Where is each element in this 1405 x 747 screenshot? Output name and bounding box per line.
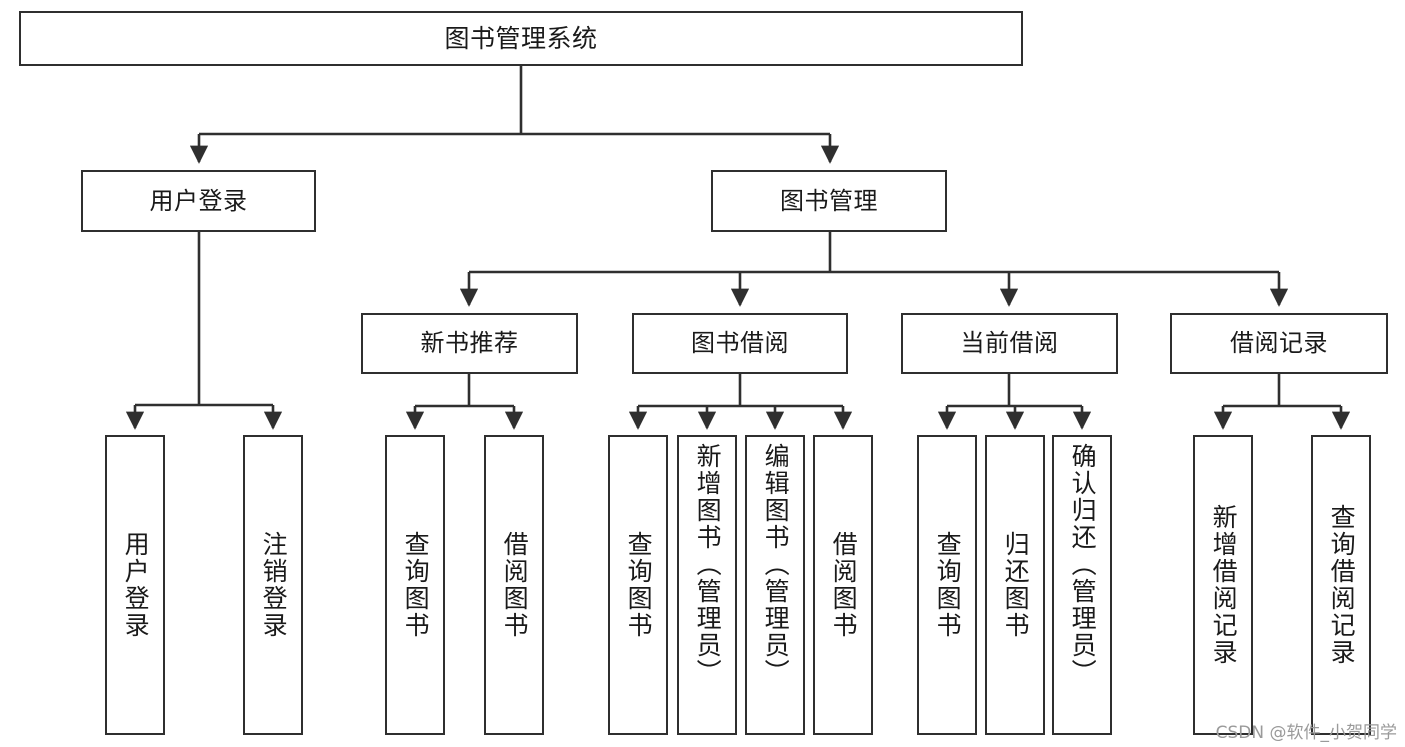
node-book-manage[interactable]: 图书管理 xyxy=(711,170,947,232)
node-leaf-borrow-book-1[interactable]: 借阅图书 xyxy=(484,435,544,735)
node-label: 图书管理 xyxy=(780,186,878,215)
node-leaf-edit-book[interactable]: 编辑图书（管理员） xyxy=(745,435,805,735)
node-leaf-user-login[interactable]: 用户登录 xyxy=(105,435,165,735)
node-leaf-query-book-3[interactable]: 查询图书 xyxy=(917,435,977,735)
node-label: 查询图书 xyxy=(933,531,963,639)
node-book-borrow[interactable]: 图书借阅 xyxy=(632,313,848,374)
node-label: 归还图书 xyxy=(1001,531,1031,639)
node-label: 借阅图书 xyxy=(500,531,530,639)
node-leaf-add-record[interactable]: 新增借阅记录 xyxy=(1193,435,1253,735)
node-borrow-record[interactable]: 借阅记录 xyxy=(1170,313,1388,374)
node-current-borrow[interactable]: 当前借阅 xyxy=(901,313,1118,374)
node-label: 查询图书 xyxy=(401,531,431,639)
node-label: 图书管理系统 xyxy=(444,23,598,53)
node-leaf-logout-login[interactable]: 注销登录 xyxy=(243,435,303,735)
node-label: 当前借阅 xyxy=(960,329,1059,358)
node-leaf-confirm-return[interactable]: 确认归还（管理员） xyxy=(1052,435,1112,735)
node-leaf-query-book-1[interactable]: 查询图书 xyxy=(385,435,445,735)
node-label: 新增借阅记录 xyxy=(1209,504,1239,666)
node-label: 用户登录 xyxy=(121,531,151,639)
node-label: 新增图书（管理员） xyxy=(693,443,723,686)
node-leaf-return-book[interactable]: 归还图书 xyxy=(985,435,1045,735)
node-leaf-query-record[interactable]: 查询借阅记录 xyxy=(1311,435,1371,735)
node-label: 查询借阅记录 xyxy=(1327,504,1357,666)
node-root-system[interactable]: 图书管理系统 xyxy=(19,11,1023,66)
node-label: 注销登录 xyxy=(259,531,289,639)
node-leaf-borrow-book-2[interactable]: 借阅图书 xyxy=(813,435,873,735)
node-label: 用户登录 xyxy=(149,186,248,215)
node-label: 借阅记录 xyxy=(1230,329,1328,358)
node-leaf-add-book[interactable]: 新增图书（管理员） xyxy=(677,435,737,735)
node-label: 图书借阅 xyxy=(691,329,789,358)
csdn-watermark: CSDN @软件_小贺同学 xyxy=(1215,723,1397,743)
node-label: 确认归还（管理员） xyxy=(1068,443,1098,686)
node-label: 新书推荐 xyxy=(420,329,519,358)
node-label: 编辑图书（管理员） xyxy=(761,443,791,686)
node-label: 借阅图书 xyxy=(829,531,859,639)
node-leaf-query-book-2[interactable]: 查询图书 xyxy=(608,435,668,735)
node-user-login[interactable]: 用户登录 xyxy=(81,170,316,232)
node-label: 查询图书 xyxy=(624,531,654,639)
node-new-book-recommend[interactable]: 新书推荐 xyxy=(361,313,578,374)
